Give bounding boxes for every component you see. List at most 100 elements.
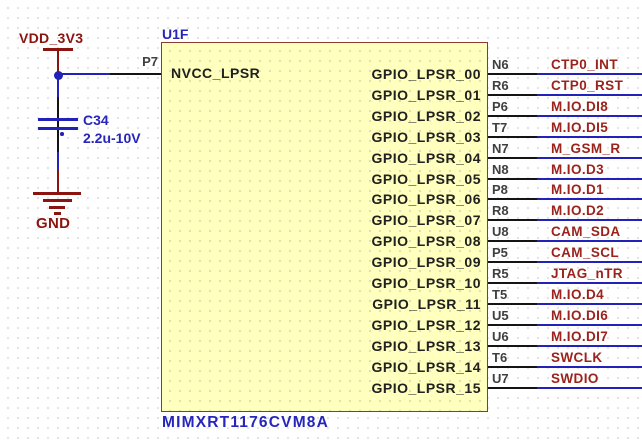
- pin-stub[interactable]: [488, 366, 537, 368]
- net-wire[interactable]: [537, 136, 642, 138]
- component-designator[interactable]: U1F: [162, 26, 189, 42]
- pin-number-label: U6: [492, 329, 509, 344]
- pin-number-label: P6: [492, 99, 508, 114]
- pin-name-label: GPIO_LPSR_01: [371, 87, 481, 103]
- net-label[interactable]: M.IO.D3: [551, 162, 605, 177]
- pin-number-label: N7: [492, 141, 509, 156]
- net-wire[interactable]: [537, 219, 642, 221]
- pin-number-label: R6: [492, 78, 509, 93]
- pin-stub[interactable]: [488, 261, 537, 263]
- vdd-power-bar-icon[interactable]: [43, 48, 73, 51]
- wire-junction-to-cap[interactable]: [57, 75, 59, 97]
- pin-number-label: N8: [492, 162, 509, 177]
- net-label[interactable]: CAM_SDA: [551, 224, 621, 239]
- capacitor-polarity-dot-icon: [60, 132, 64, 136]
- pin-stub[interactable]: [488, 198, 537, 200]
- net-wire[interactable]: [537, 261, 642, 263]
- pin-number-label: T5: [492, 287, 508, 302]
- capacitor-value[interactable]: 2.2u-10V: [83, 130, 141, 146]
- pin-name-label: GPIO_LPSR_08: [371, 233, 481, 249]
- pin-stub[interactable]: [488, 303, 537, 305]
- power-port-vdd-label[interactable]: VDD_3V3: [19, 30, 84, 46]
- left-pin-name: NVCC_LPSR: [171, 65, 261, 81]
- pin-number-label: R5: [492, 266, 509, 281]
- wire-vdd-to-pin[interactable]: [58, 73, 110, 75]
- net-wire[interactable]: [537, 157, 642, 159]
- net-label[interactable]: M.IO.DI5: [551, 120, 609, 135]
- pin-number-label: R8: [492, 203, 509, 218]
- pin-number-label: P8: [492, 182, 508, 197]
- pin-name-label: GPIO_LPSR_09: [371, 254, 481, 270]
- pin-name-label: GPIO_LPSR_13: [371, 338, 481, 354]
- pin-stub[interactable]: [488, 324, 537, 326]
- net-wire[interactable]: [537, 198, 642, 200]
- net-wire[interactable]: [537, 282, 642, 284]
- component-part-number[interactable]: MIMXRT1176CVM8A: [162, 414, 330, 431]
- pin-number-label: N6: [492, 57, 509, 72]
- pin-name-label: GPIO_LPSR_14: [371, 359, 481, 375]
- left-pin-stub[interactable]: [110, 73, 161, 75]
- pin-number-label: U8: [492, 224, 509, 239]
- pin-name-label: GPIO_LPSR_00: [371, 66, 481, 82]
- net-label[interactable]: M.IO.D2: [551, 203, 605, 218]
- pin-stub[interactable]: [488, 282, 537, 284]
- capacitor-plate-bottom-icon[interactable]: [38, 127, 78, 130]
- gnd-bar1-icon[interactable]: [33, 192, 81, 195]
- net-wire[interactable]: [537, 94, 642, 96]
- component-body[interactable]: [161, 42, 488, 412]
- pin-stub[interactable]: [488, 136, 537, 138]
- pin-stub[interactable]: [488, 157, 537, 159]
- pin-stub[interactable]: [488, 219, 537, 221]
- capacitor-pins-line[interactable]: [57, 97, 59, 152]
- gnd-stem[interactable]: [56, 169, 59, 193]
- pin-name-label: GPIO_LPSR_10: [371, 275, 481, 291]
- net-wire[interactable]: [537, 366, 642, 368]
- net-wire[interactable]: [537, 387, 642, 389]
- pin-stub[interactable]: [488, 94, 537, 96]
- capacitor-designator[interactable]: C34: [83, 112, 109, 128]
- pin-name-label: GPIO_LPSR_04: [371, 150, 481, 166]
- net-label[interactable]: CTP0_RST: [551, 78, 624, 93]
- power-port-gnd-label[interactable]: GND: [36, 215, 71, 232]
- net-wire[interactable]: [537, 178, 642, 180]
- net-label[interactable]: M.IO.DI8: [551, 99, 609, 114]
- net-label[interactable]: CTP0_INT: [551, 57, 618, 72]
- net-wire[interactable]: [537, 345, 642, 347]
- net-label[interactable]: M.IO.D4: [551, 287, 605, 302]
- pin-number-label: U5: [492, 308, 509, 323]
- vdd-stem[interactable]: [56, 50, 59, 75]
- net-label[interactable]: M.IO.DI7: [551, 329, 609, 344]
- pin-stub[interactable]: [488, 73, 537, 75]
- pin-number-label: P5: [492, 245, 508, 260]
- pin-number-label: U7: [492, 371, 509, 386]
- pin-number-label: T6: [492, 350, 508, 365]
- pin-name-label: GPIO_LPSR_11: [372, 296, 481, 312]
- net-wire[interactable]: [537, 115, 642, 117]
- net-wire[interactable]: [537, 240, 642, 242]
- net-wire[interactable]: [537, 73, 642, 75]
- pin-stub[interactable]: [488, 240, 537, 242]
- pin-name-label: GPIO_LPSR_03: [371, 129, 481, 145]
- pin-stub[interactable]: [488, 115, 537, 117]
- gnd-bar4-icon: [53, 212, 61, 215]
- capacitor-plate-top-icon[interactable]: [38, 118, 78, 121]
- net-label[interactable]: M_GSM_R: [551, 141, 621, 156]
- net-label[interactable]: SWDIO: [551, 371, 599, 386]
- net-label[interactable]: CAM_SCL: [551, 245, 620, 260]
- pin-name-label: GPIO_LPSR_05: [371, 171, 481, 187]
- net-label[interactable]: JTAG_nTR: [551, 266, 623, 281]
- pin-name-label: GPIO_LPSR_12: [371, 317, 481, 333]
- pin-stub[interactable]: [488, 387, 537, 389]
- pin-number-label: T7: [492, 120, 508, 135]
- gnd-bar2-icon: [42, 199, 72, 202]
- net-label[interactable]: SWCLK: [551, 350, 603, 365]
- net-wire[interactable]: [537, 324, 642, 326]
- pin-stub[interactable]: [488, 345, 537, 347]
- gnd-bar3-icon: [49, 206, 65, 209]
- wire-cap-to-gnd[interactable]: [57, 152, 59, 169]
- pin-stub[interactable]: [488, 178, 537, 180]
- net-wire[interactable]: [537, 303, 642, 305]
- net-label[interactable]: M.IO.DI6: [551, 308, 609, 323]
- net-label[interactable]: M.IO.D1: [551, 182, 605, 197]
